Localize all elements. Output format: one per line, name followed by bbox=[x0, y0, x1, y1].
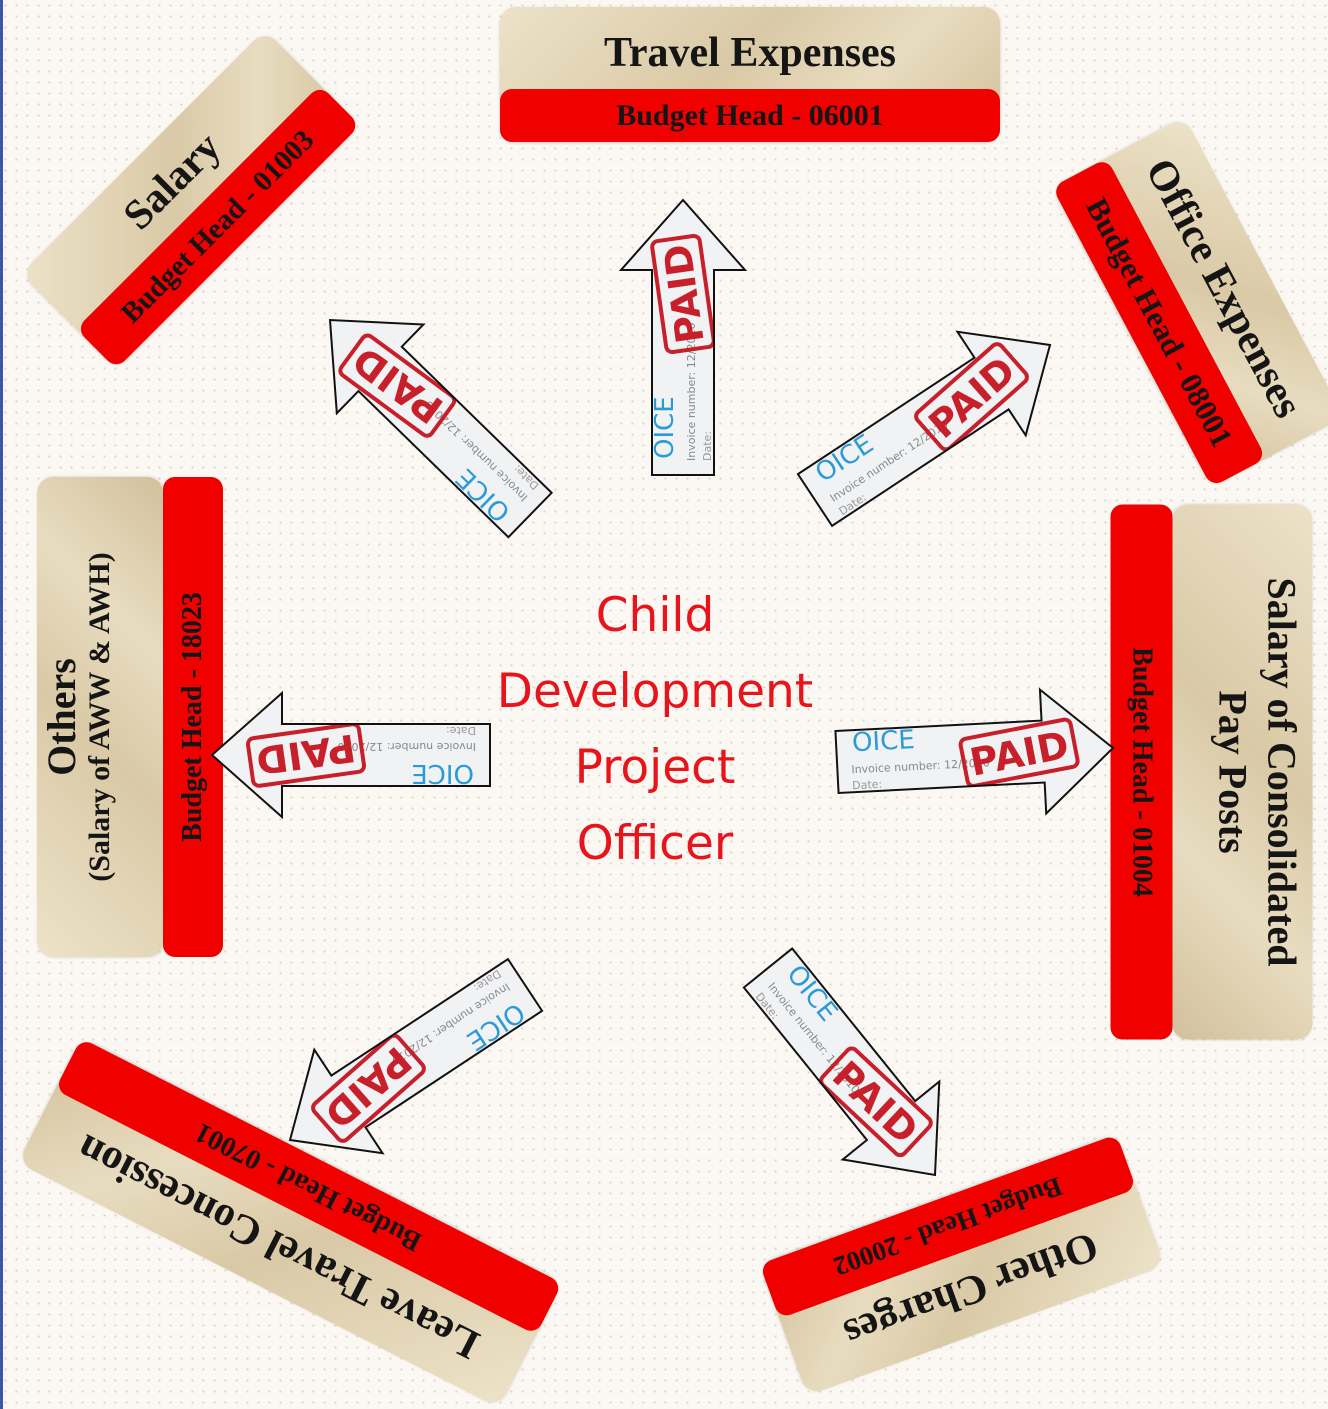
arrow-outline bbox=[834, 687, 1115, 816]
paid-stamp-border bbox=[958, 717, 1080, 788]
invoice-number-text: Invoice number: 12/2010 bbox=[338, 740, 476, 753]
invoice-number-text: Invoice number: 12/2010 bbox=[685, 323, 698, 461]
invoice-date-text: Date: bbox=[446, 724, 476, 737]
card-title: Travel Expenses bbox=[603, 30, 897, 76]
invoice-banner-text: OICE bbox=[411, 758, 474, 788]
budget-head-band: Budget Head - 06001 bbox=[500, 89, 1000, 142]
paid-stamp-border bbox=[914, 342, 1029, 452]
card-travel-expenses: Travel Expenses Budget Head - 06001 bbox=[500, 7, 1000, 142]
paid-stamp-border bbox=[650, 233, 716, 355]
arrow-outline bbox=[328, 318, 554, 539]
arrow-outline bbox=[618, 198, 748, 476]
paid-stamp-border bbox=[245, 722, 367, 788]
invoice-paper bbox=[719, 929, 984, 1214]
arrow-outline bbox=[796, 330, 1052, 528]
invoice-paper bbox=[780, 293, 1085, 552]
paid-stamp-border bbox=[311, 1033, 426, 1143]
arrow-outline bbox=[742, 947, 941, 1177]
center-line-2: Development bbox=[496, 664, 814, 719]
invoice-date-text: Date: bbox=[701, 431, 714, 461]
slide-left-border bbox=[0, 0, 3, 1409]
arrow-outline bbox=[210, 690, 491, 820]
center-line-4: Officer bbox=[576, 816, 734, 871]
paid-stamp-border bbox=[338, 333, 457, 438]
center-label: Child Development Project Officer bbox=[470, 578, 840, 882]
arrow-outline bbox=[288, 957, 544, 1155]
center-line-3: Project bbox=[574, 740, 736, 795]
invoice-date-text: Date: bbox=[852, 778, 883, 793]
invoice-paper bbox=[255, 933, 560, 1192]
center-line-1: Child bbox=[595, 588, 715, 643]
invoice-banner-text: OICE bbox=[650, 396, 680, 459]
paid-stamp-border bbox=[819, 1046, 933, 1158]
